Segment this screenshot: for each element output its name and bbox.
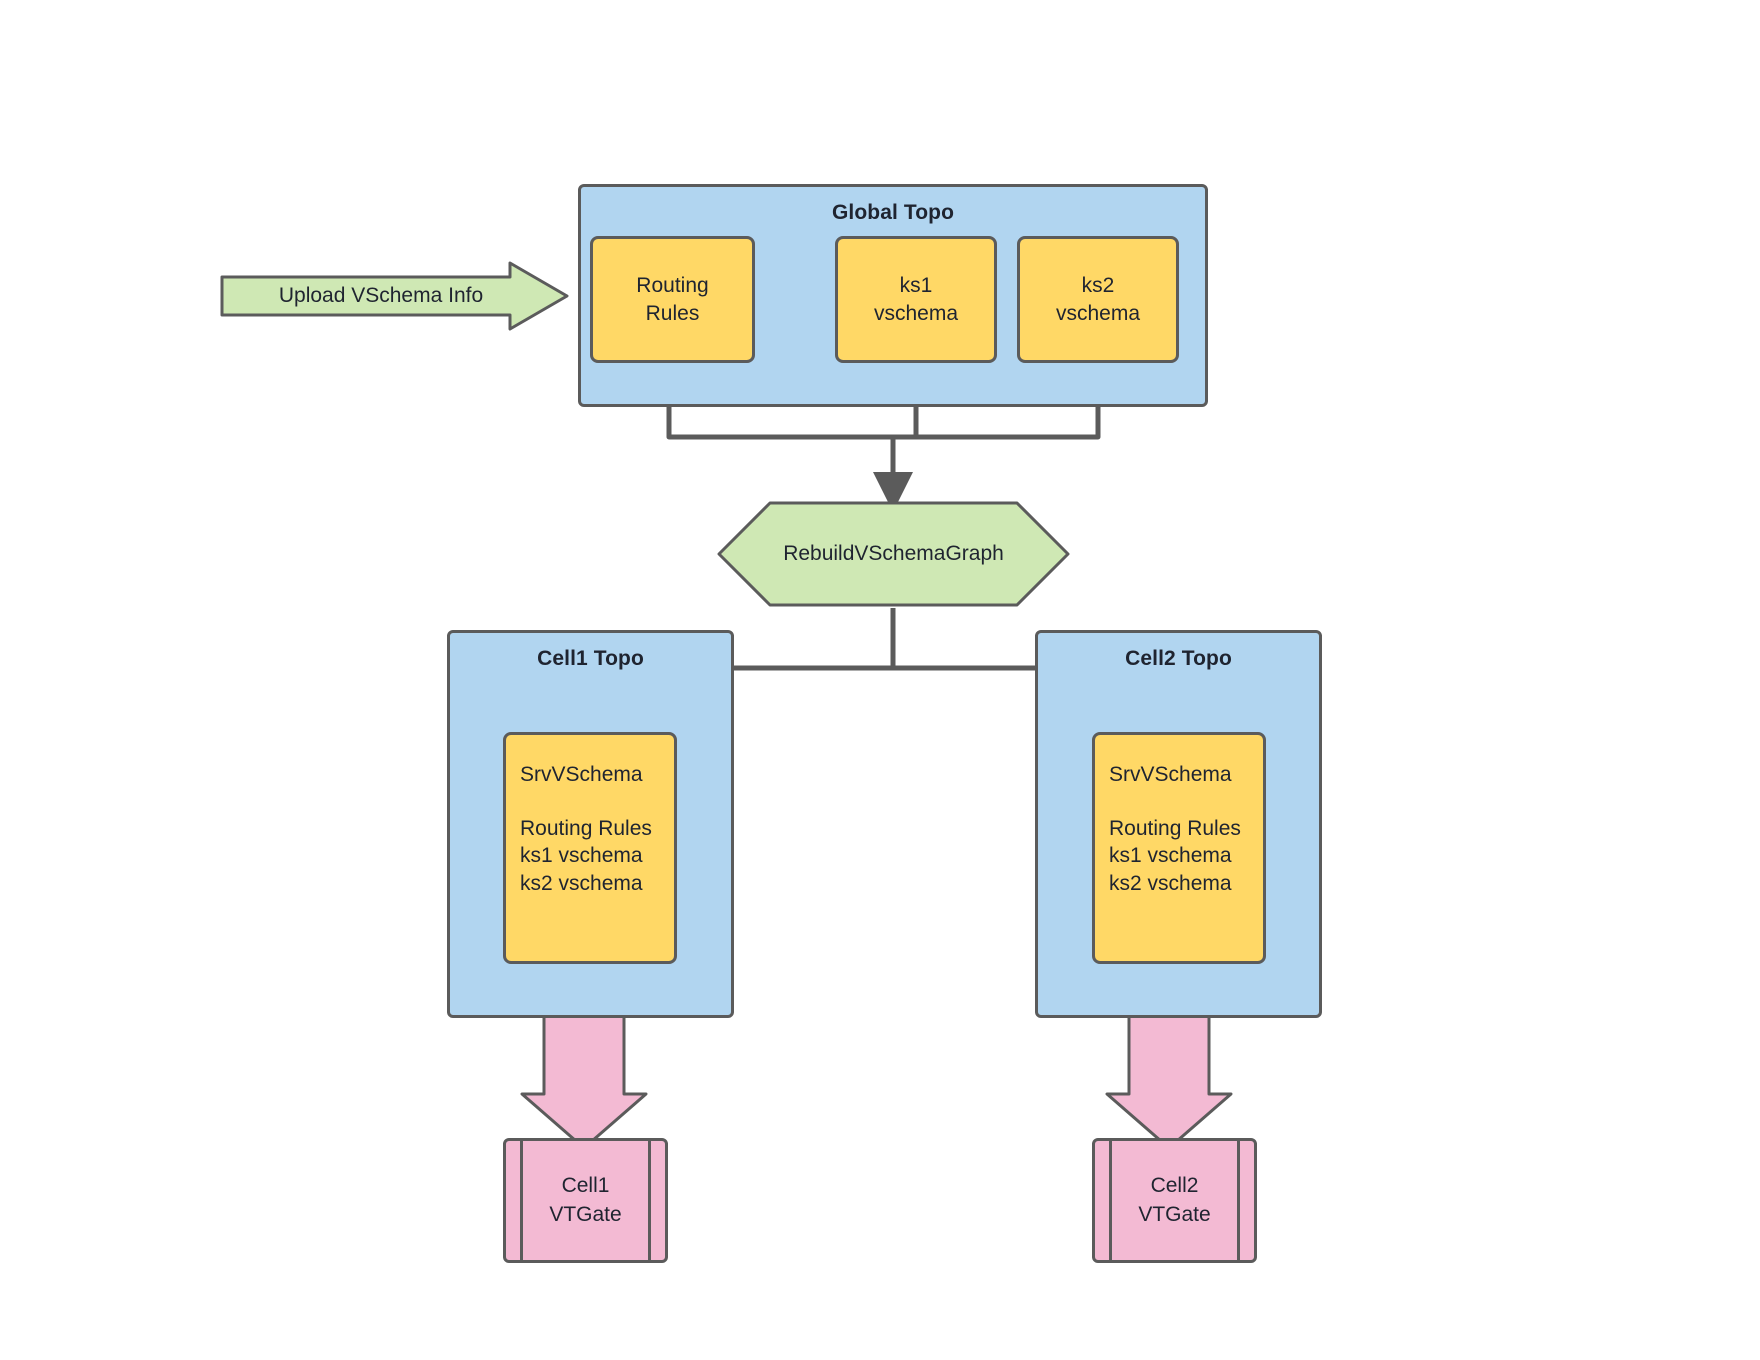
cell2-srvvschema-text: SrvVSchema Routing Rules ks1 vschema ks2… [1109,763,1241,896]
block-arrow-shape [220,261,569,331]
cell1-vtgate-node[interactable]: Cell1 VTGate [503,1138,668,1263]
upload-vschema-info-label: Upload VSchema Info [278,284,484,307]
cell1-srvvschema-text: SrvVSchema Routing Rules ks1 vschema ks2… [520,763,652,896]
cell1-vtgate-label: Cell1 VTGate [549,1174,622,1226]
global-node-routing-rules[interactable]: Routing Rules [590,236,755,363]
cell2-srvvschema-node[interactable]: SrvVSchema Routing Rules ks1 vschema ks2… [1092,732,1266,964]
global-node-ks2-vschema[interactable]: ks2 vschema [1017,236,1179,363]
upload-vschema-info-arrow[interactable]: Upload VSchema Info [220,260,570,332]
global-node-ks1-vschema[interactable]: ks1 vschema [835,236,997,363]
cell2-vtgate-label: Cell2 VTGate [1138,1174,1211,1226]
cell1-topo-title: Cell1 Topo [537,647,644,670]
srvvschema-spacer [520,789,652,815]
rebuild-vschema-graph-label: RebuildVSchemaGraph [783,542,1004,565]
cell2-vtgate-node[interactable]: Cell2 VTGate [1092,1138,1257,1263]
global-topo-title: Global Topo [831,201,955,224]
global-node-ks1-vschema-label: ks1 vschema [873,273,959,325]
cell2-topo-title: Cell2 Topo [1125,647,1232,670]
global-node-ks2-vschema-label: ks2 vschema [1055,273,1141,325]
cell1-srvvschema-node[interactable]: SrvVSchema Routing Rules ks1 vschema ks2… [503,732,677,964]
rebuild-vschema-graph-process[interactable]: RebuildVSchemaGraph [716,500,1071,608]
global-node-routing-rules-label: Routing Rules [636,273,709,325]
srvvschema-spacer [1109,789,1241,815]
hexagon-shape [717,501,1070,607]
